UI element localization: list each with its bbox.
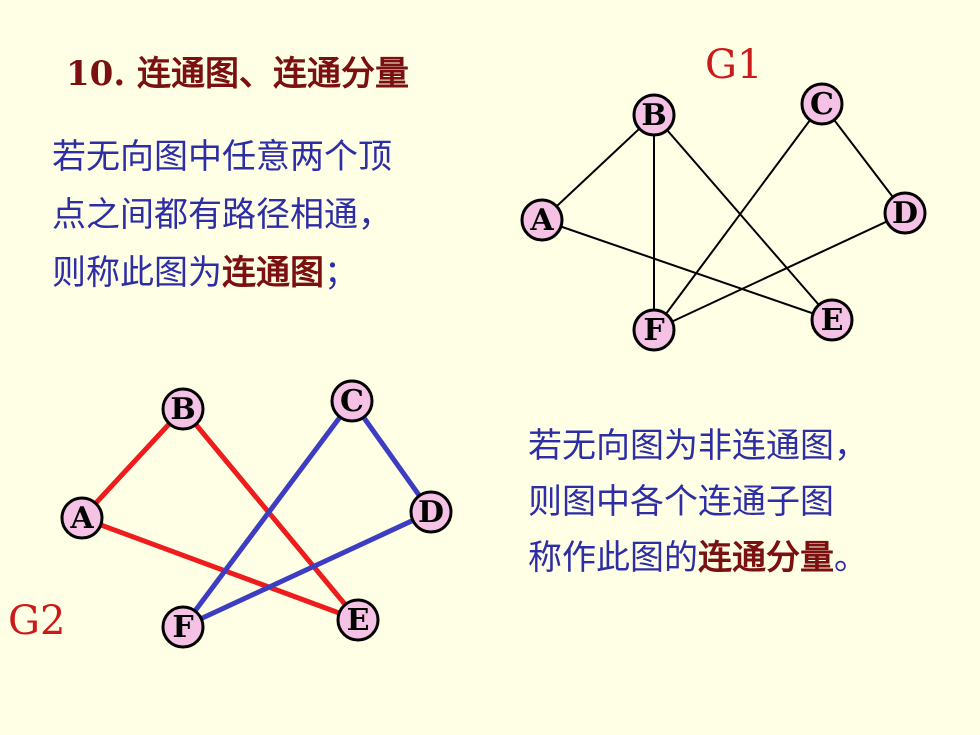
g1-edge-be — [653, 114, 833, 321]
g1-vertex-label-a: A — [529, 203, 554, 238]
g2-vertex-c: C — [330, 379, 374, 423]
g1-vertex-e: E — [810, 298, 854, 342]
g2-vertex-circle-f — [161, 605, 205, 649]
g1-vertex-d: D — [883, 191, 927, 235]
page-title: 10. 连通图、连通分量 — [66, 54, 409, 94]
g1-edge-ae — [541, 219, 833, 321]
graph-g2-edges — [79, 398, 434, 630]
component-line-3-text: 称作此图的 — [528, 538, 698, 578]
g2-edge-ae — [79, 515, 361, 623]
graph-g2: A B C D E F — [60, 379, 453, 649]
g2-vertex-circle-e — [336, 598, 380, 642]
component-line-3: 称作此图的连通分量。 — [528, 530, 868, 586]
g1-vertex-label-c: C — [810, 87, 834, 122]
g1-vertex-f: F — [632, 308, 676, 352]
g2-vertex-circle-d — [409, 490, 453, 534]
g2-vertex-label-c: C — [340, 384, 364, 419]
g1-vertex-label-f: F — [643, 313, 664, 348]
g1-vertex-c: C — [800, 82, 844, 126]
g2-vertex-b: B — [161, 387, 205, 431]
g2-vertex-label-b: B — [170, 392, 195, 427]
graph-g1-label: G1 — [705, 42, 763, 88]
graph-g1-vertices: A B C D E F — [520, 82, 927, 352]
g1-vertex-label-e: E — [821, 303, 844, 338]
g2-edge-cf — [180, 398, 355, 630]
g1-vertex-label-d: D — [892, 196, 918, 231]
g2-vertex-label-e: E — [347, 603, 370, 638]
g1-edge-ab — [541, 114, 655, 221]
definition-line-3: 则称此图为连通图； — [52, 244, 392, 302]
g2-vertex-circle-b — [161, 387, 205, 431]
g2-vertex-label-f: F — [172, 610, 193, 645]
g2-vertex-e: E — [336, 598, 380, 642]
graph-g2-vertices: A B C D E F — [60, 379, 453, 649]
g1-vertex-circle-a — [520, 198, 564, 242]
connected-component-definition: 若无向图为非连通图， 则图中各个连通子图 称作此图的连通分量。 — [528, 418, 868, 586]
g2-vertex-label-d: D — [418, 495, 444, 530]
g2-edge-ab — [79, 406, 186, 521]
component-line-3-punct: 。 — [834, 538, 868, 578]
g2-edge-be — [180, 406, 361, 623]
g1-vertex-circle-c — [800, 82, 844, 126]
g2-edge-cd — [349, 398, 434, 515]
g1-vertex-label-b: B — [641, 98, 666, 133]
g2-vertex-f: F — [161, 605, 205, 649]
g1-vertex-circle-d — [883, 191, 927, 235]
g1-vertex-circle-b — [632, 93, 676, 137]
connected-component-term: 连通分量 — [698, 538, 834, 578]
graph-g1: A B C D E F — [520, 82, 927, 352]
g2-vertex-circle-c — [330, 379, 374, 423]
g1-vertex-a: A — [520, 198, 564, 242]
g1-vertex-circle-e — [810, 298, 854, 342]
g2-vertex-d: D — [409, 490, 453, 534]
definition-line-1: 若无向图中任意两个顶 — [52, 137, 392, 177]
connected-graph-definition: 若无向图中任意两个顶 点之间都有路径相通， 则称此图为连通图； — [52, 128, 392, 302]
connected-graph-term: 连通图 — [222, 253, 324, 293]
g2-vertex-label-a: A — [69, 501, 94, 536]
g2-vertex-circle-a — [60, 496, 104, 540]
g2-edge-df — [180, 509, 434, 630]
graph-g1-edges — [541, 103, 906, 331]
definition-line-2: 点之间都有路径相通， — [52, 195, 392, 235]
g1-edge-cf — [653, 103, 823, 331]
g1-vertex-b: B — [632, 93, 676, 137]
g1-vertex-circle-f — [632, 308, 676, 352]
definition-line-3-text: 则称此图为 — [52, 253, 222, 293]
component-line-1: 若无向图为非连通图， — [528, 426, 868, 466]
g1-edge-cd — [821, 103, 906, 214]
definition-line-3-punct: ； — [324, 253, 358, 293]
graph-g2-label: G2 — [8, 598, 66, 644]
g1-edge-df — [653, 212, 906, 331]
component-line-2: 则图中各个连通子图 — [528, 482, 834, 522]
g2-vertex-a: A — [60, 496, 104, 540]
